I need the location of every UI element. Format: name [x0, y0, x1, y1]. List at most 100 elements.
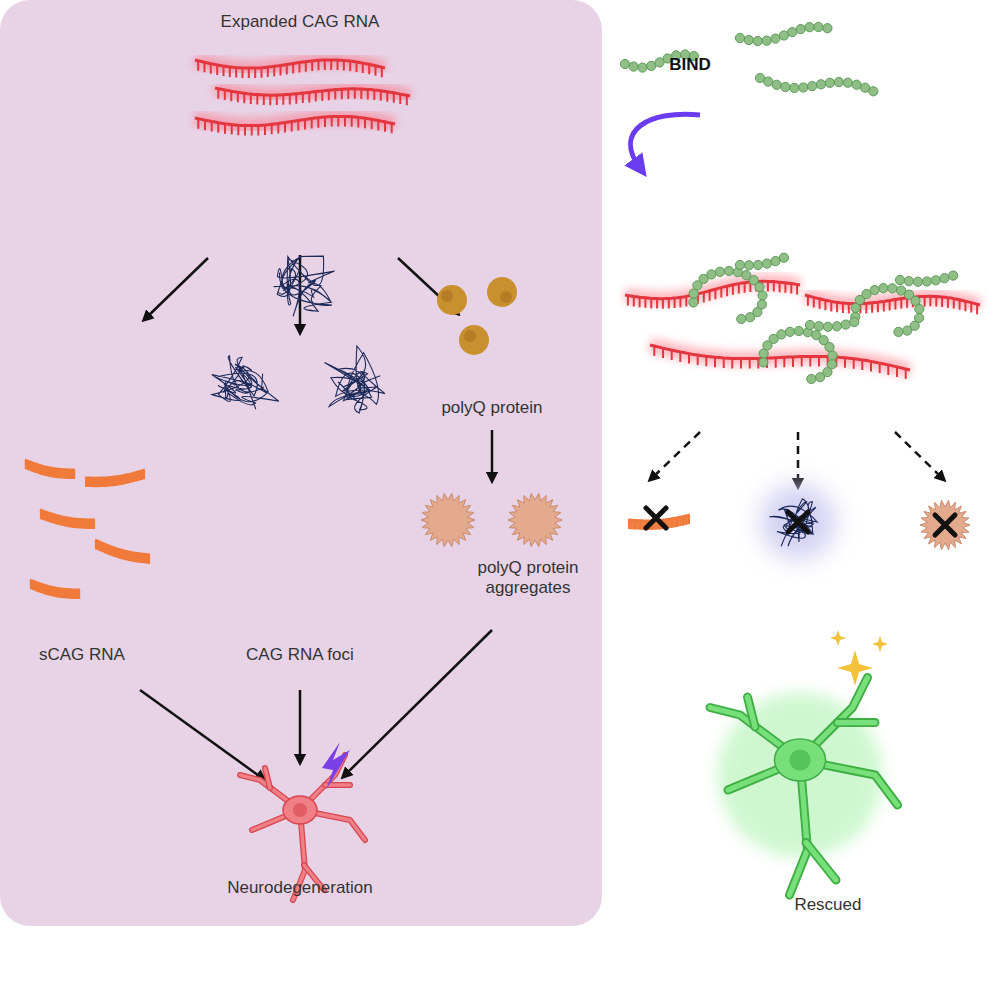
peptide-bead: [825, 343, 834, 352]
peptide-bead: [895, 275, 904, 284]
rna-focus: [770, 499, 818, 546]
rna-bases: [41, 510, 94, 529]
peptide-bead: [715, 267, 724, 276]
label: polyQ protein aggregates: [468, 558, 588, 599]
peptide-bead: [894, 327, 903, 336]
peptide-bead: [823, 322, 832, 331]
rna-bases: [198, 116, 391, 135]
peptide-bead: [915, 304, 924, 313]
rna-bases: [86, 470, 144, 487]
peptide-bead: [724, 266, 733, 275]
peptide-bead: [744, 35, 753, 44]
damage-bolt: [322, 742, 350, 790]
rna-foci: [212, 256, 836, 560]
peptide-bead: [762, 259, 771, 268]
peptide-bead: [805, 320, 814, 329]
left-panel: [0, 0, 602, 926]
label: Neurodegeneration: [227, 878, 373, 898]
arrows: [140, 114, 942, 778]
peptide-bead: [753, 37, 762, 46]
peptide-bead: [832, 322, 841, 331]
peptide-bead: [638, 63, 647, 72]
peptide-bead: [762, 36, 771, 45]
cross-marks: [646, 508, 955, 535]
label: sCAG RNA: [39, 645, 125, 665]
rna-focus: [325, 346, 385, 413]
peptide-bead: [744, 261, 753, 270]
rna-bases: [628, 281, 797, 308]
peptide-bead: [737, 314, 746, 323]
peptide-bead: [764, 77, 773, 86]
peptide-bead: [841, 320, 850, 329]
peptide-bead: [879, 284, 888, 293]
peptide-bead: [799, 83, 808, 92]
peptide-bead: [707, 270, 716, 279]
rna-bases: [198, 60, 382, 78]
rna-strands: [25, 22, 980, 599]
peptide-bead: [816, 373, 825, 382]
neuron: [710, 678, 898, 896]
peptide-bead: [735, 33, 744, 42]
peptide-bead: [940, 274, 949, 283]
peptide-bead: [771, 34, 780, 43]
peptide-bead: [931, 276, 940, 285]
peptide-bead: [843, 78, 852, 87]
peptide-bead: [869, 87, 878, 96]
peptide-bead: [779, 253, 788, 262]
rna-bases: [26, 460, 74, 479]
label: BIND: [669, 55, 711, 75]
polyq-aggregate: [508, 493, 562, 546]
peptide-bead: [814, 22, 823, 31]
peptide-bead: [790, 83, 799, 92]
peptide-bead: [620, 59, 629, 68]
peptide-bead: [735, 260, 744, 269]
peptide-bead: [755, 283, 764, 292]
rna-focus: [274, 256, 335, 316]
peptide-bead: [781, 82, 790, 91]
peptide-bead: [814, 322, 823, 331]
peptide-bead: [758, 291, 767, 300]
label: Rescued: [794, 895, 861, 915]
peptide-bead: [888, 284, 897, 293]
peptide-bead: [825, 78, 834, 87]
peptide-bead: [794, 326, 803, 335]
polyq-protein: [437, 277, 517, 355]
rna-bases: [31, 580, 79, 599]
peptide-bead: [850, 317, 859, 326]
peptide-bead: [834, 78, 843, 87]
peptide-bead: [796, 25, 805, 34]
rna-bases: [218, 89, 406, 106]
neurons: [240, 678, 898, 901]
label: CAG RNA foci: [246, 645, 354, 665]
peptide-bead: [689, 298, 698, 307]
peptide-bead: [785, 327, 794, 336]
peptide-bead: [913, 277, 922, 286]
focus-glow: [760, 484, 836, 560]
peptide-bead: [805, 23, 814, 32]
peptide-bead: [759, 358, 768, 367]
peptide-bead: [904, 277, 913, 286]
polyq-aggregate: [421, 493, 475, 546]
polyq-aggregates: [421, 493, 970, 549]
peptide-bead: [870, 286, 879, 295]
label: Expanded CAG RNA: [221, 12, 380, 32]
peptide-bead: [746, 313, 755, 322]
rna-focus: [212, 356, 279, 409]
rna-bases: [96, 540, 149, 564]
peptide-bead: [922, 277, 931, 286]
peptide-bead: [629, 62, 638, 71]
peptide-bead: [808, 82, 817, 91]
rna-bases: [654, 346, 905, 379]
peptide-bead: [777, 330, 786, 339]
peptide-bead: [828, 351, 837, 360]
peptide-bead: [949, 271, 958, 280]
polyq-aggregate: [920, 500, 970, 549]
peptide-bead: [852, 80, 861, 89]
peptide-bead: [807, 374, 816, 383]
peptide-bead: [823, 24, 832, 33]
label: polyQ protein: [441, 398, 542, 418]
peptide-bead: [788, 27, 797, 36]
peptide-bead: [753, 260, 762, 269]
